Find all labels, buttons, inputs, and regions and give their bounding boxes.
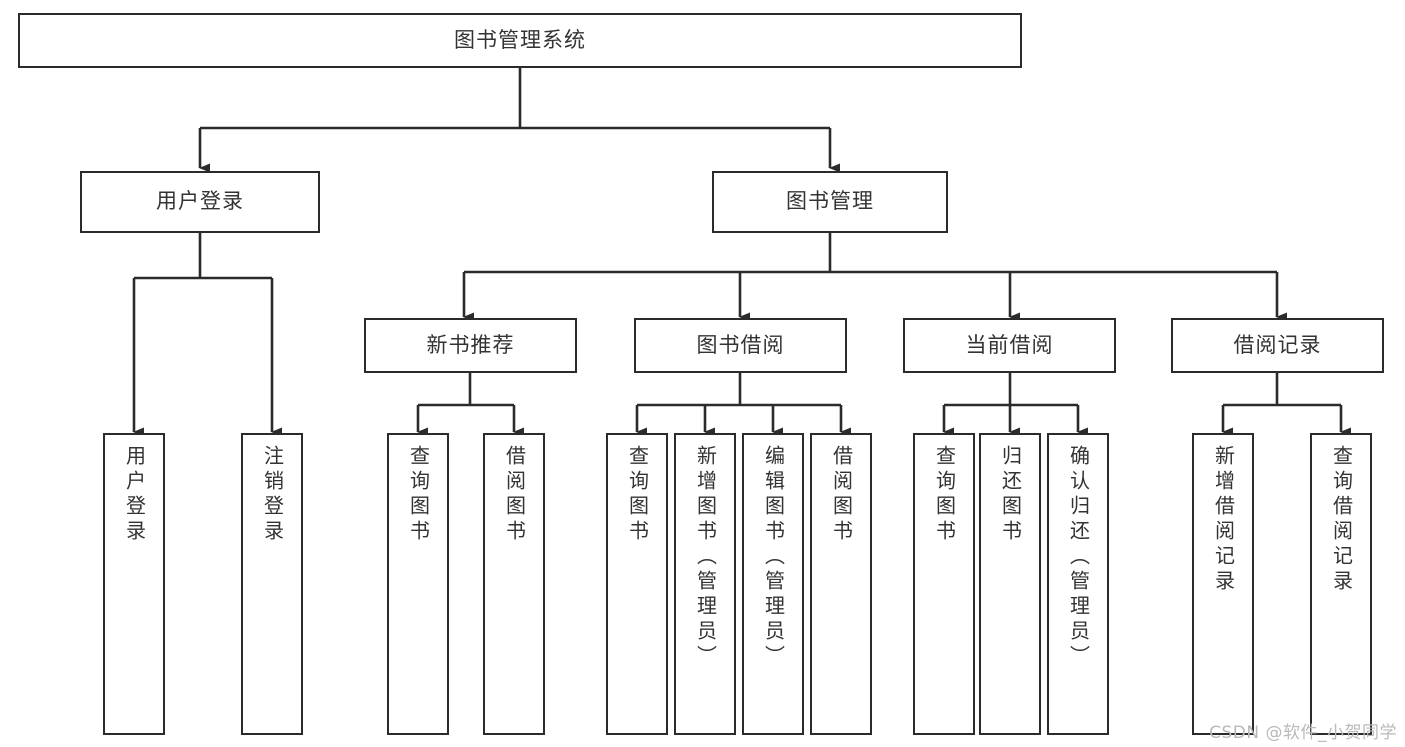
- leaf-book-borrow-query[interactable]: 查询图书: [606, 433, 668, 735]
- leaf-label: 查询图书: [406, 445, 431, 545]
- leaf-new-book-query[interactable]: 查询图书: [387, 433, 449, 735]
- leaf-current-borrow-return[interactable]: 归还图书: [979, 433, 1041, 735]
- leaf-current-borrow-confirm-return-admin[interactable]: 确认归还（管理员）: [1047, 433, 1109, 735]
- csdn-watermark: CSDN @软件_小贺同学: [1209, 723, 1397, 743]
- leaf-borrow-record-query[interactable]: 查询借阅记录: [1310, 433, 1372, 735]
- node-label: 图书借阅: [696, 332, 785, 357]
- leaf-label: 注销登录: [260, 445, 285, 545]
- leaf-label: 新增借阅记录: [1211, 445, 1236, 595]
- leaf-label: 新增图书（管理员）: [693, 445, 718, 670]
- leaf-user-login-logout[interactable]: 注销登录: [241, 433, 303, 735]
- node-label: 借阅记录: [1233, 332, 1322, 357]
- leaf-current-borrow-query[interactable]: 查询图书: [913, 433, 975, 735]
- node-label: 新书推荐: [426, 332, 515, 357]
- leaf-book-borrow-add-admin[interactable]: 新增图书（管理员）: [674, 433, 736, 735]
- leaf-label: 借阅图书: [502, 445, 527, 545]
- leaf-book-borrow-edit-admin[interactable]: 编辑图书（管理员）: [742, 433, 804, 735]
- leaf-label: 查询图书: [932, 445, 957, 545]
- leaf-label: 用户登录: [122, 445, 147, 545]
- node-book-borrow[interactable]: 图书借阅: [634, 318, 847, 373]
- node-label: 图书管理系统: [454, 27, 586, 52]
- node-current-borrow[interactable]: 当前借阅: [903, 318, 1116, 373]
- leaf-label: 查询借阅记录: [1329, 445, 1354, 595]
- node-borrow-record[interactable]: 借阅记录: [1171, 318, 1384, 373]
- node-root-library-system[interactable]: 图书管理系统: [18, 13, 1022, 68]
- leaf-borrow-record-add[interactable]: 新增借阅记录: [1192, 433, 1254, 735]
- leaf-label: 查询图书: [625, 445, 650, 545]
- leaf-label: 确认归还（管理员）: [1066, 445, 1091, 670]
- leaf-label: 编辑图书（管理员）: [761, 445, 786, 670]
- leaf-user-login-login[interactable]: 用户登录: [103, 433, 165, 735]
- leaf-label: 借阅图书: [829, 445, 854, 545]
- leaf-book-borrow-borrow[interactable]: 借阅图书: [810, 433, 872, 735]
- node-book-management[interactable]: 图书管理: [712, 171, 948, 233]
- node-label: 图书管理: [786, 189, 874, 214]
- leaf-label: 归还图书: [998, 445, 1023, 545]
- leaf-new-book-borrow[interactable]: 借阅图书: [483, 433, 545, 735]
- node-label: 用户登录: [156, 189, 244, 214]
- node-new-book-recommend[interactable]: 新书推荐: [364, 318, 577, 373]
- node-user-login[interactable]: 用户登录: [80, 171, 320, 233]
- node-label: 当前借阅: [965, 332, 1054, 357]
